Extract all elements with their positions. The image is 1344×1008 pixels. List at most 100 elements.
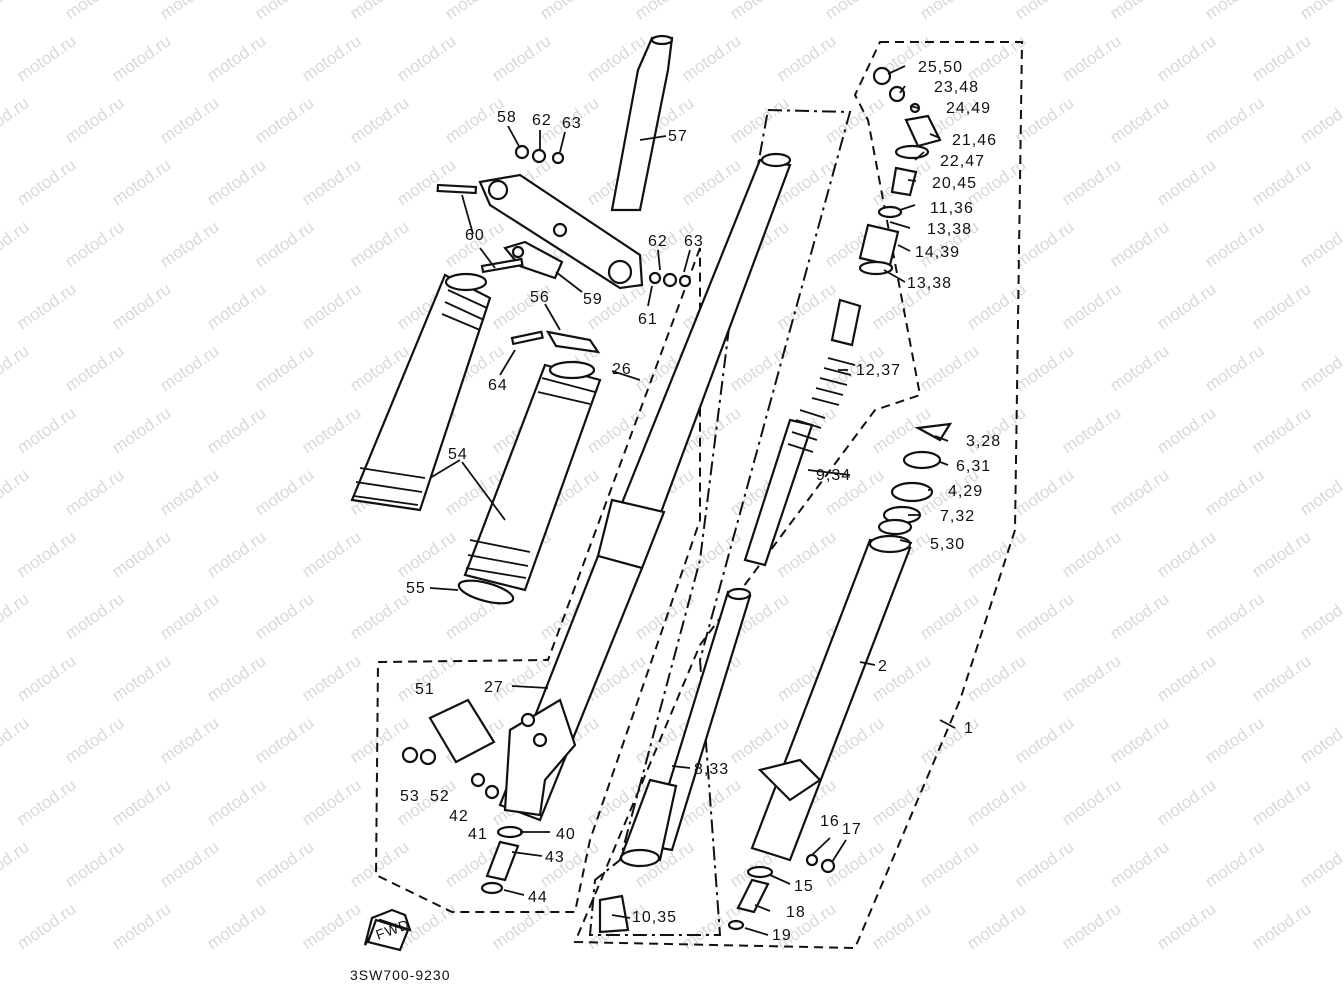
label-15: 15 <box>794 878 814 895</box>
watermark-text: motod.ru <box>157 217 223 271</box>
watermark-text: motod.ru <box>1012 589 1078 643</box>
watermark-text: motod.ru <box>727 93 793 147</box>
watermark-text: motod.ru <box>1202 465 1268 519</box>
watermark-text: motod.ru <box>1012 341 1078 395</box>
watermark-text: motod.ru <box>62 93 128 147</box>
watermark-text: motod.ru <box>299 403 365 457</box>
washers-58-62-63 <box>514 144 692 288</box>
watermark-text: motod.ru <box>869 775 935 829</box>
watermark-text: motod.ru <box>204 155 270 209</box>
watermark-text: motod.ru <box>62 465 128 519</box>
label-13-38a: 13,38 <box>927 221 972 238</box>
watermark-text: motod.ru <box>204 31 270 85</box>
clip-56-bolt-64 <box>510 330 601 354</box>
watermark-text: motod.ru <box>1107 837 1173 891</box>
watermark-text: motod.ru <box>109 651 175 705</box>
watermark-text: motod.ru <box>1249 899 1315 953</box>
watermark-text: motod.ru <box>157 341 223 395</box>
part-10-35 <box>598 894 630 934</box>
watermark-text: motod.ru <box>964 775 1030 829</box>
watermark-text: motod.ru <box>204 403 270 457</box>
watermark-text: motod.ru <box>1107 217 1173 271</box>
watermark-text: motod.ru <box>0 93 32 147</box>
label-26: 26 <box>612 361 632 378</box>
outline-inner-damper <box>588 108 852 936</box>
watermark-text: motod.ru <box>204 899 270 953</box>
watermark-text: motod.ru <box>537 0 603 23</box>
fwd-arrow: FWD <box>363 908 412 952</box>
watermark-text: motod.ru <box>632 0 698 23</box>
label-17: 17 <box>842 821 862 838</box>
label-42: 42 <box>449 808 469 825</box>
watermark-text: motod.ru <box>1012 0 1078 23</box>
watermark-text: motod.ru <box>252 0 318 23</box>
watermark-text: motod.ru <box>632 589 698 643</box>
watermark-text: motod.ru <box>252 589 318 643</box>
watermark-text: motod.ru <box>1107 341 1173 395</box>
watermark-text: motod.ru <box>347 0 413 23</box>
watermark-text: motod.ru <box>347 217 413 271</box>
watermark-text: motod.ru <box>917 341 983 395</box>
label-40: 40 <box>556 826 576 843</box>
watermark-text: motod.ru <box>252 93 318 147</box>
watermark-text: motod.ru <box>1297 837 1344 891</box>
label-12-37: 12,37 <box>856 362 901 379</box>
watermark-text: motod.ru <box>1154 651 1220 705</box>
under-bracket <box>478 173 644 290</box>
label-56: 56 <box>530 289 550 306</box>
watermark-text: motod.ru <box>347 93 413 147</box>
watermark-text: motod.ru <box>1107 465 1173 519</box>
watermark-text: motod.ru <box>727 341 793 395</box>
watermark-text: motod.ru <box>442 0 508 23</box>
watermark-text: motod.ru <box>1202 589 1268 643</box>
watermark-text: motod.ru <box>394 527 460 581</box>
watermark-text: motod.ru <box>1012 713 1078 767</box>
watermark-text: motod.ru <box>1202 713 1268 767</box>
watermark-text: motod.ru <box>1249 775 1315 829</box>
watermark-text: motod.ru <box>1154 775 1220 829</box>
watermark-text: motod.ru <box>109 31 175 85</box>
watermark-text: motod.ru <box>1059 527 1125 581</box>
watermark-text: motod.ru <box>299 155 365 209</box>
watermark-text: motod.ru <box>0 465 32 519</box>
watermark-text: motod.ru <box>0 589 32 643</box>
watermark-text: motod.ru <box>299 775 365 829</box>
parts-15-19 <box>727 853 836 931</box>
fork-boot-right <box>463 360 602 592</box>
watermark-text: motod.ru <box>14 403 80 457</box>
watermark-text: motod.ru <box>1297 93 1344 147</box>
watermark-text: motod.ru <box>964 31 1030 85</box>
watermark-text: motod.ru <box>252 465 318 519</box>
label-64: 64 <box>488 377 508 394</box>
watermark-text: motod.ru <box>1107 589 1173 643</box>
watermark-text: motod.ru <box>394 31 460 85</box>
label-41: 41 <box>468 826 488 843</box>
watermark-text: motod.ru <box>822 0 888 23</box>
label-8-33: 8,33 <box>694 761 729 778</box>
watermark-text: motod.ru <box>204 279 270 333</box>
label-23-48: 23,48 <box>934 79 979 96</box>
label-25-50: 25,50 <box>918 59 963 76</box>
label-53: 53 <box>400 788 420 805</box>
label-5-30: 5,30 <box>930 536 965 553</box>
watermark-text: motod.ru <box>1154 899 1220 953</box>
watermark-text: motod.ru <box>252 341 318 395</box>
watermark-text: motod.ru <box>917 589 983 643</box>
watermark-text: motod.ru <box>0 0 32 23</box>
outline-left-fork <box>374 247 701 913</box>
watermark-text: motod.ru <box>299 651 365 705</box>
watermark-text: motod.ru <box>299 527 365 581</box>
watermark-text: motod.ru <box>157 837 223 891</box>
watermark-text: motod.ru <box>14 899 80 953</box>
watermark-text: motod.ru <box>1297 217 1344 271</box>
watermark-text: motod.ru <box>0 837 32 891</box>
watermark-text: motod.ru <box>1249 403 1315 457</box>
label-58: 58 <box>497 109 517 126</box>
watermark-text: motod.ru <box>1107 93 1173 147</box>
watermark-text: motod.ru <box>1059 31 1125 85</box>
watermark-text: motod.ru <box>157 589 223 643</box>
watermark-text: motod.ru <box>14 279 80 333</box>
watermark-text: motod.ru <box>774 31 840 85</box>
watermark-text: motod.ru <box>109 279 175 333</box>
label-6-31: 6,31 <box>956 458 991 475</box>
